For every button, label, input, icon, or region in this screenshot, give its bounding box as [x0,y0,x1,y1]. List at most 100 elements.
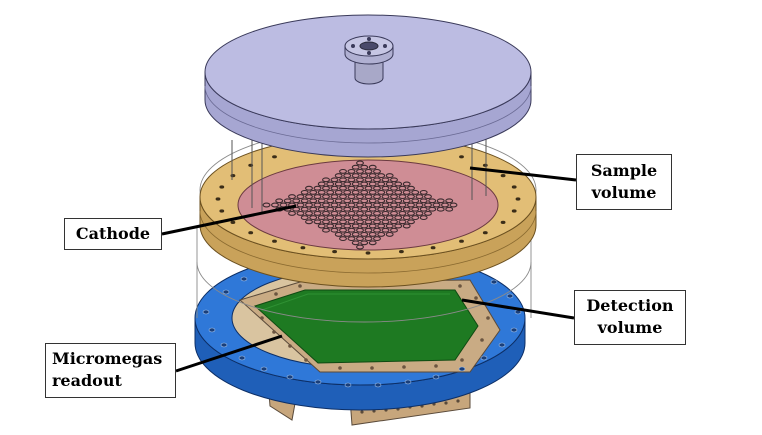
ring-bolt [500,220,506,224]
mesh-hole [368,189,377,195]
mesh-hole [343,173,352,179]
mesh-hole [309,189,318,195]
mesh-hole [377,181,386,187]
mesh-hole [415,194,424,200]
mesh-hole [445,206,454,212]
mesh-hole [288,194,296,200]
mesh-hole [317,215,326,221]
mesh-hole [402,189,411,195]
mesh-hole [368,164,377,170]
mesh-hole [334,181,343,187]
mesh-hole [411,206,420,212]
mesh-hole [351,181,360,187]
mesh-hole [334,231,343,237]
mesh-hole [398,185,407,191]
mesh-hole [364,194,373,200]
mesh-hole [351,164,360,170]
mesh-hole [309,198,318,204]
mesh-hole [368,240,377,246]
mesh-hole [330,177,339,183]
mesh-hole [407,219,415,225]
mesh-hole [343,206,352,212]
mesh-hole [394,189,403,195]
mesh-hole [381,177,390,183]
mesh-hole [305,202,313,208]
mesh-hole [368,198,377,204]
mesh-hole [347,168,356,174]
mesh-hole [296,202,305,208]
mesh-hole [296,194,305,200]
mesh-hole [390,177,398,183]
mesh-hole [394,206,403,212]
mesh-hole [326,198,335,204]
cathode-label: Cathode [64,218,162,250]
mesh-hole [385,181,394,187]
mesh-hole [377,173,386,179]
mesh-hole [334,215,343,221]
mesh-hole [390,219,398,225]
mesh-hole [343,223,352,229]
mesh-hole [351,198,360,204]
mesh-hole [339,202,347,208]
cathode-holes [262,160,458,250]
mesh-hole [364,227,373,233]
mesh-hole [326,206,335,212]
ring-bolt [511,185,517,189]
mesh-hole [322,202,330,208]
mesh-hole [394,223,403,229]
mesh-hole [351,240,360,246]
mesh-hole [313,185,322,191]
mesh-hole [368,181,377,187]
mesh-hole [373,202,381,208]
mesh-hole [360,215,369,221]
mesh-hole [317,223,326,229]
mesh-hole [288,210,296,216]
ring-bolt [500,174,506,178]
mesh-hole [330,185,339,191]
mesh-hole [402,181,411,187]
mesh-hole [424,210,432,216]
mesh-hole [351,231,360,237]
mesh-hole [360,240,369,246]
mesh-hole [432,202,441,208]
mesh-hole [436,206,445,212]
mesh-hole [364,219,373,225]
ring-bolt [515,197,521,201]
ring-bolt [272,155,277,159]
mesh-hole [419,189,428,195]
mesh-hole [360,164,369,170]
mesh-hole [441,202,449,208]
mesh-hole [356,185,364,191]
ring-bolt [248,231,254,235]
detection-volume-label-line1: Detection [586,296,674,315]
mesh-hole [343,231,352,237]
mesh-hole [373,210,381,216]
mesh-hole [347,185,356,191]
mesh-hole [339,177,347,183]
mesh-hole [317,198,326,204]
mesh-hole [415,202,424,208]
mesh-hole [373,236,381,242]
mesh-hole [360,231,369,237]
mesh-hole [407,194,415,200]
mesh-hole [445,198,454,204]
mesh-hole [385,198,394,204]
mesh-hole [419,198,428,204]
mesh-hole [339,168,347,174]
mesh-hole [377,231,386,237]
leader-cathode [161,204,297,236]
mesh-hole [343,189,352,195]
mesh-hole [381,194,390,200]
ring-bolt [482,231,488,235]
cathode-plate [237,159,499,251]
mesh-hole [330,202,339,208]
mesh-hole [394,215,403,221]
mesh-hole [356,202,364,208]
micromegas-readout-label-line1: Micromegas [52,349,163,368]
mesh-hole [398,210,407,216]
leader-lines [161,166,577,373]
mesh-hole [305,219,313,225]
mesh-hole [368,223,377,229]
mesh-hole [326,189,335,195]
